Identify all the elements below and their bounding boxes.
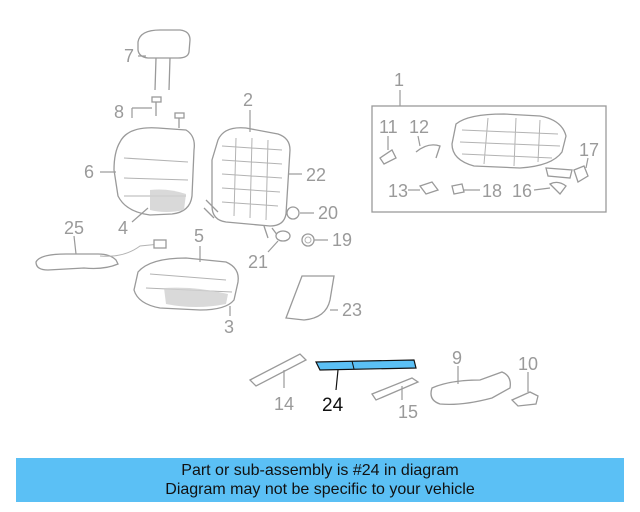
- callout-24: 24: [322, 395, 344, 416]
- leader-12: [417, 135, 421, 147]
- part-2-back-frame: [203, 110, 291, 239]
- callout-21: 21: [248, 252, 268, 272]
- part-8-guides: [131, 96, 185, 128]
- callout-15: 15: [398, 402, 418, 422]
- callout-6: 6: [84, 162, 94, 182]
- callout-20: 20: [318, 203, 338, 223]
- callout-1: 1: [394, 70, 404, 90]
- part-15-rail: [371, 377, 420, 401]
- banner-line-1: Part or sub-assembly is #24 in diagram: [181, 462, 459, 479]
- callout-11: 11: [379, 117, 398, 137]
- callout-5: 5: [194, 226, 204, 246]
- callout-13: 13: [388, 181, 408, 201]
- leader-16: [533, 187, 551, 191]
- callout-14: 14: [274, 394, 294, 414]
- parts-diagram: 7 8 6 4 2 22 20 21: [35, 29, 607, 422]
- part-6-back-cover: [100, 127, 195, 216]
- callout-19: 19: [332, 230, 352, 250]
- info-banner: Part or sub-assembly is #24 in diagram D…: [16, 458, 624, 502]
- leader-17: [585, 157, 589, 169]
- callout-7: 7: [124, 46, 134, 66]
- callout-17: 17: [579, 140, 599, 160]
- callout-10: 10: [518, 354, 538, 374]
- part-23-pad: [285, 275, 338, 321]
- part-24-insulator: [315, 359, 417, 391]
- callout-4: 4: [118, 218, 128, 238]
- part-24-shape: [315, 359, 417, 371]
- part-10-cover: [510, 372, 539, 407]
- callout-16: 16: [512, 181, 532, 201]
- callout-12: 12: [409, 117, 429, 137]
- part-1-cushion-frame-box: [371, 90, 607, 213]
- part-25-harness: [35, 235, 167, 271]
- callout-23: 23: [342, 300, 362, 320]
- part-7-headrest: [137, 29, 191, 91]
- part-20-knob: [286, 206, 314, 220]
- part-14-trim: [248, 353, 308, 388]
- part-9-shield: [430, 366, 511, 406]
- callout-9: 9: [452, 348, 462, 368]
- callout-25: 25: [64, 218, 84, 238]
- callout-22: 22: [306, 165, 326, 185]
- callout-8: 8: [114, 102, 124, 122]
- part-3-cushion-cover: [133, 246, 239, 316]
- leader-4: [131, 207, 149, 223]
- part-21-ring: [267, 230, 291, 253]
- part-19-gear: [301, 233, 328, 247]
- banner-line-2: Diagram may not be specific to your vehi…: [165, 481, 475, 498]
- callout-18: 18: [482, 181, 502, 201]
- callout-3: 3: [224, 317, 234, 337]
- callout-2: 2: [243, 90, 253, 110]
